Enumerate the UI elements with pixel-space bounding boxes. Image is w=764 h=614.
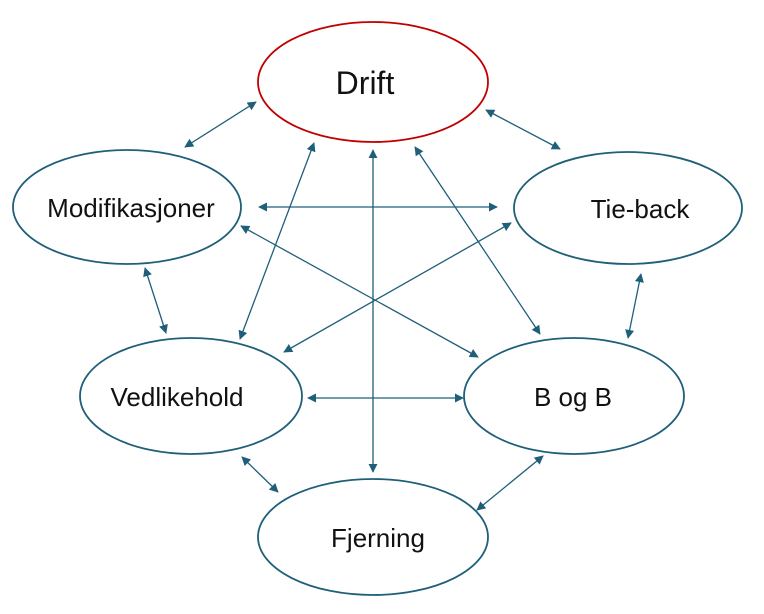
arrow-drift-modifikasjoner xyxy=(184,101,257,148)
node-vedlikehold-label: Vedlikehold xyxy=(111,382,244,412)
arrow-drift-tie-back xyxy=(485,109,561,150)
node-modifikasjoner-ellipse xyxy=(12,149,242,265)
node-b-og-b-label: B og B xyxy=(534,382,612,412)
node-b-og-b-ellipse xyxy=(463,337,685,455)
node-modifikasjoner: Modifikasjoner xyxy=(12,149,242,265)
node-drift-ellipse xyxy=(257,21,489,143)
node-tie-back-ellipse xyxy=(513,151,743,265)
arrow-tie-back-b-og-b xyxy=(625,273,644,339)
node-fjerning: Fjerning xyxy=(257,478,489,596)
node-drift-label: Drift xyxy=(336,65,395,101)
arrow-drift-vedlikehold xyxy=(238,142,316,340)
arrow-modifikasjoner-b-og-b xyxy=(240,225,479,358)
node-fjerning-label: Fjerning xyxy=(331,523,425,553)
arrow-tie-back-vedlikehold xyxy=(283,222,512,353)
node-drift: Drift xyxy=(257,21,489,143)
node-vedlikehold: Vedlikehold xyxy=(79,337,303,455)
arrow-modifikasjoner-vedlikehold xyxy=(143,267,168,334)
arrow-drift-b-og-b xyxy=(414,146,541,335)
edges-layer xyxy=(143,101,644,511)
node-modifikasjoner-label: Modifikasjoner xyxy=(47,193,215,223)
node-tie-back-label: Tie-back xyxy=(591,194,691,224)
node-b-og-b: B og B xyxy=(463,337,685,455)
arrow-vedlikehold-fjerning xyxy=(241,456,279,493)
node-fjerning-ellipse xyxy=(257,478,489,596)
node-tie-back: Tie-back xyxy=(513,151,743,265)
node-vedlikehold-ellipse xyxy=(79,337,303,455)
arrow-b-og-b-fjerning xyxy=(476,455,544,511)
